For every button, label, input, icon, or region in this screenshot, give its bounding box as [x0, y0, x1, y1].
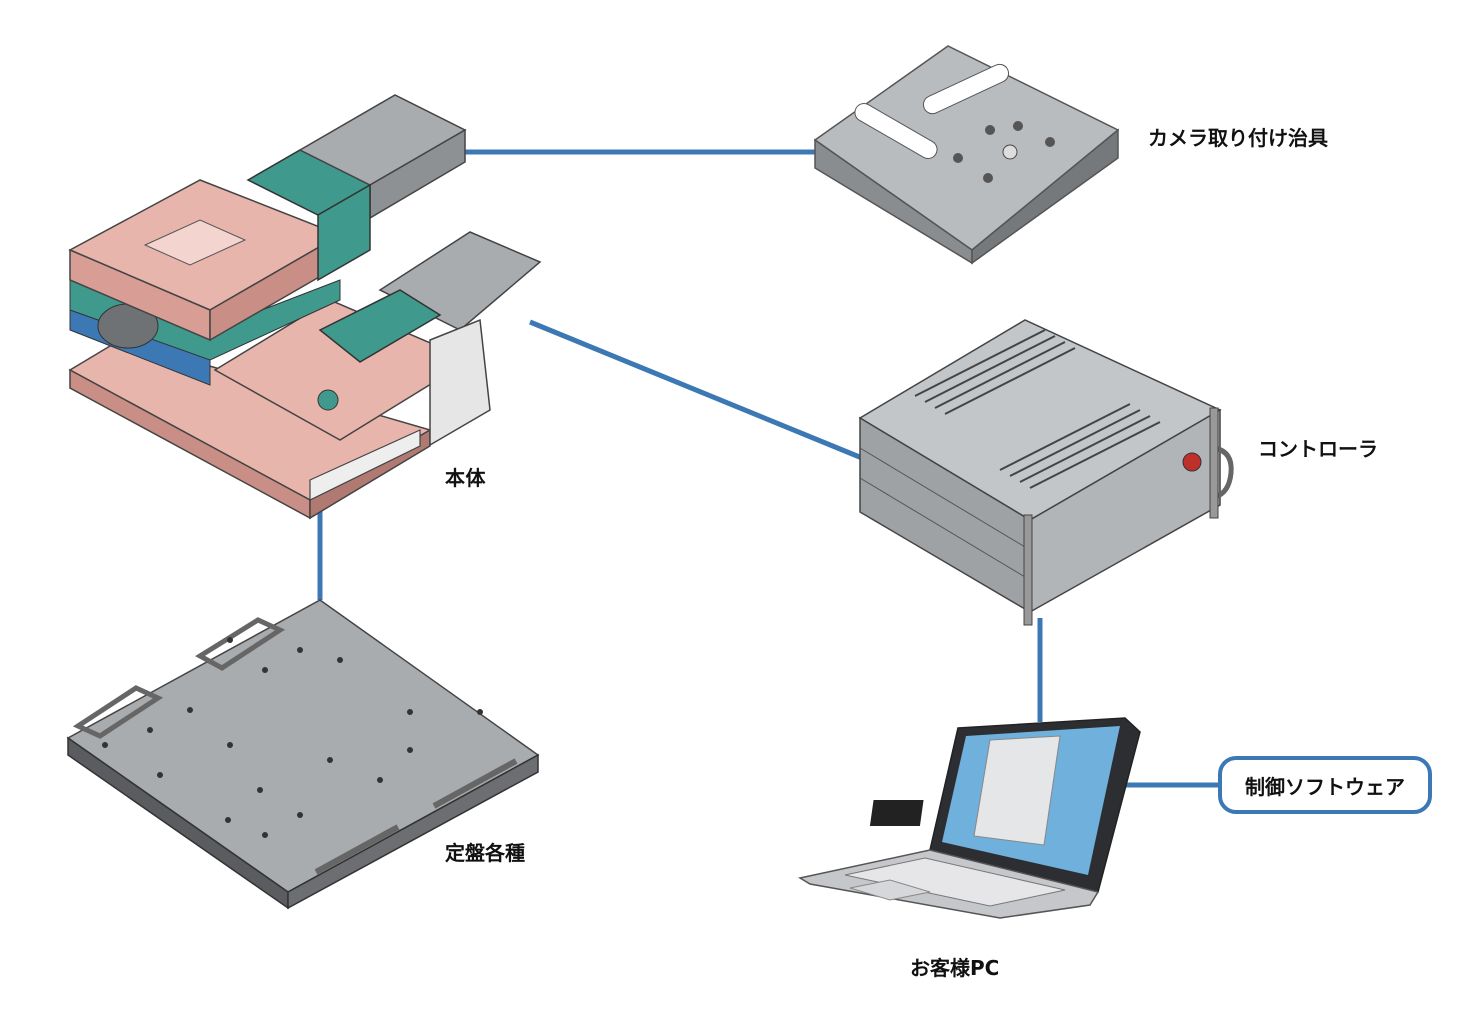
base-plate-illustration: [66, 599, 540, 910]
label-controller: コントローラ: [1258, 437, 1378, 461]
label-customer-pc: お客様PC: [910, 956, 999, 980]
controller-illustration: [858, 319, 1234, 626]
main-body-illustration: [68, 94, 542, 520]
label-base-plates: 定盤各種: [445, 841, 525, 865]
camera-jig-illustration: [813, 45, 1120, 265]
connector-body-controller: [529, 319, 863, 461]
label-body: 本体: [445, 466, 487, 490]
label-camera-jig: カメラ取り付け治具: [1148, 126, 1328, 150]
software-callout: 制御ソフトウェア: [1218, 756, 1432, 814]
label-software: 制御ソフトウェア: [1245, 774, 1405, 799]
laptop-illustration: [797, 717, 1141, 919]
